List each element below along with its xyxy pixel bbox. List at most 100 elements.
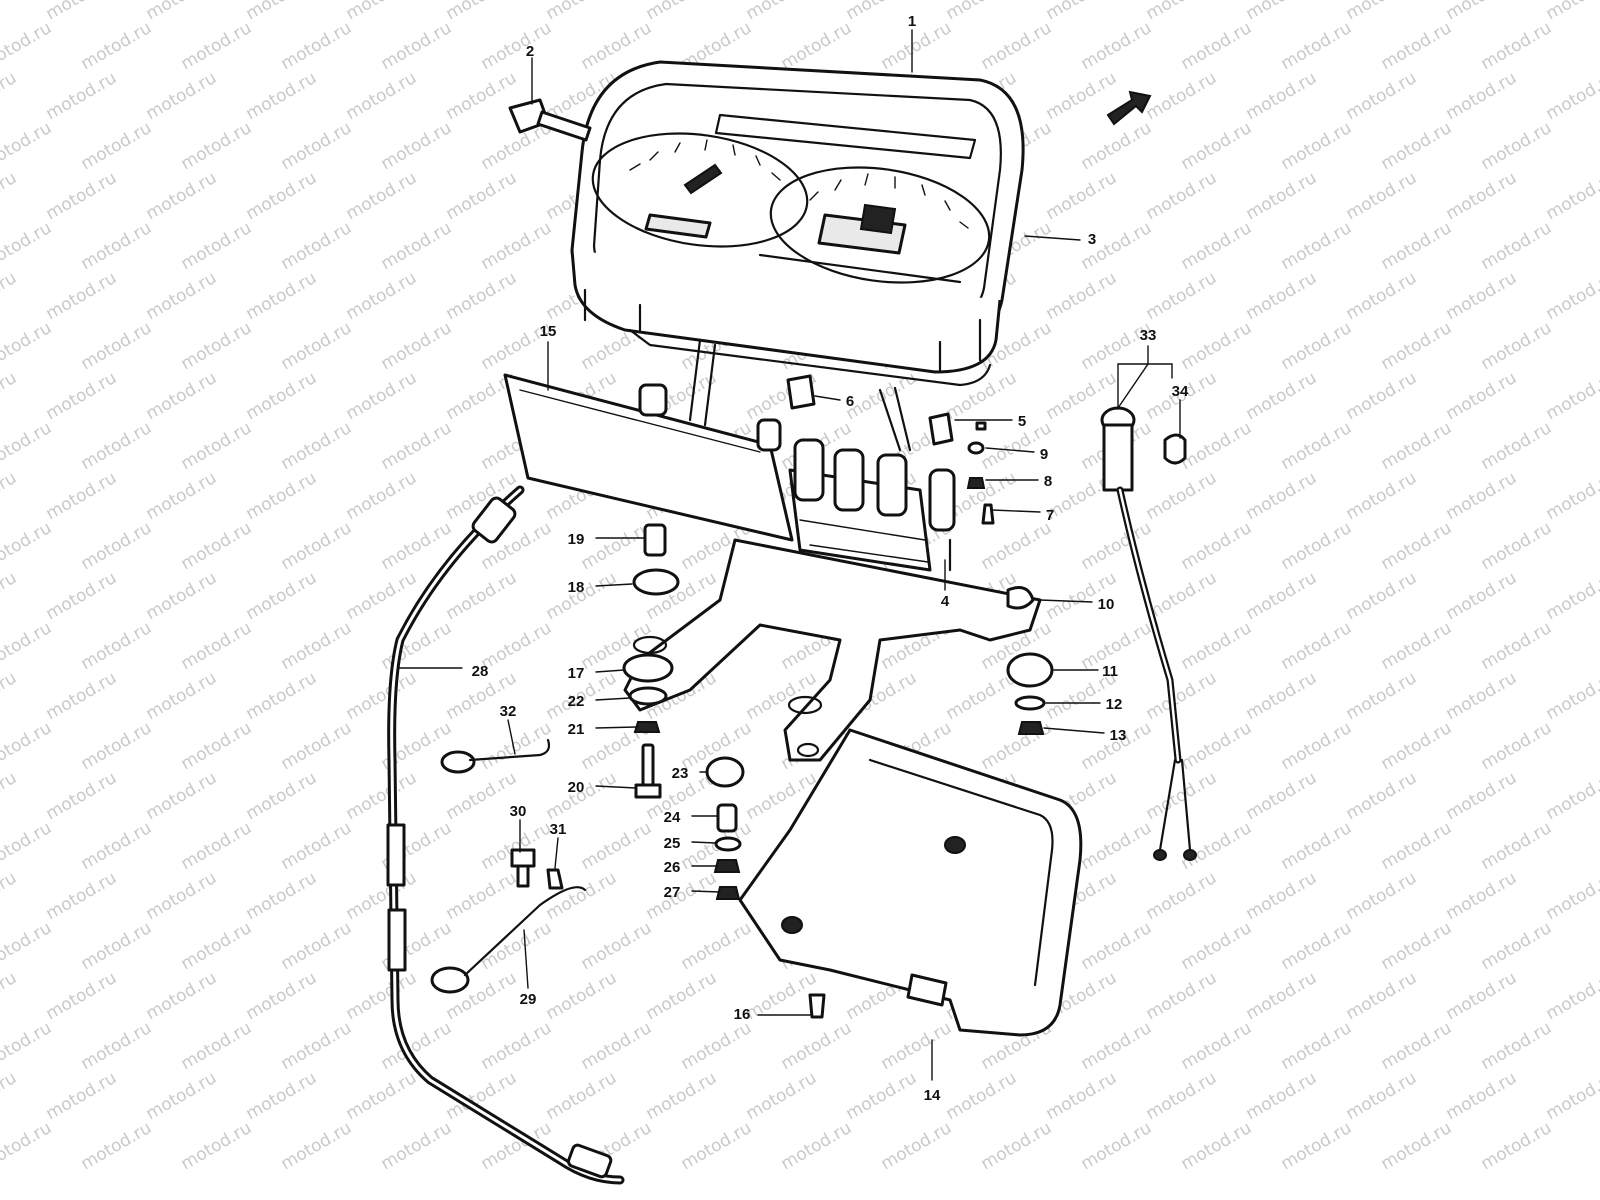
callout-25: 25 xyxy=(664,835,681,852)
callout-10: 10 xyxy=(1098,596,1115,613)
watermark-text: motod.ru xyxy=(1443,68,1521,124)
watermark-text: motod.ru xyxy=(1178,518,1256,574)
watermark-text: motod.ru xyxy=(1143,1068,1221,1124)
watermark-text: motod.ru xyxy=(1378,418,1456,474)
watermark-text: motod.ru xyxy=(1078,1118,1156,1174)
watermark-text: motod.ru xyxy=(643,968,721,1024)
watermark-text: motod.ru xyxy=(1343,868,1421,924)
watermark-text: motod.ru xyxy=(278,118,356,174)
watermark-text: motod.ru xyxy=(578,1018,656,1074)
watermark-text: motod.ru xyxy=(1478,918,1556,974)
watermark-text: motod.ru xyxy=(1278,218,1356,274)
watermark-text: motod.ru xyxy=(878,1018,956,1074)
watermark-text: motod.ru xyxy=(143,968,221,1024)
watermark-text: motod.ru xyxy=(478,1018,556,1074)
watermark-text: motod.ru xyxy=(1178,718,1256,774)
watermark-text: motod.ru xyxy=(243,0,321,24)
leader-line-22 xyxy=(595,697,631,701)
watermark-text: motod.ru xyxy=(78,18,156,74)
watermark-text: motod.ru xyxy=(0,568,20,624)
callout-28: 28 xyxy=(472,663,489,680)
watermark-text: motod.ru xyxy=(1143,468,1221,524)
watermark-text: motod.ru xyxy=(1143,868,1221,924)
watermark-text: motod.ru xyxy=(78,1118,156,1174)
watermark-text: motod.ru xyxy=(78,418,156,474)
watermark-text: motod.ru xyxy=(278,518,356,574)
watermark-text: motod.ru xyxy=(1478,418,1556,474)
watermark-text: motod.ru xyxy=(143,868,221,924)
watermark-text: motod.ru xyxy=(1143,68,1221,124)
watermark-text: motod.ru xyxy=(243,268,321,324)
watermark-text: motod.ru xyxy=(978,1118,1056,1174)
watermark-text: motod.ru xyxy=(78,318,156,374)
watermark-text: motod.ru xyxy=(1278,818,1356,874)
watermark-text: motod.ru xyxy=(0,318,55,374)
watermark-text: motod.ru xyxy=(1443,1068,1521,1124)
watermark-text: motod.ru xyxy=(1343,168,1421,224)
watermark-text: motod.ru xyxy=(1443,968,1521,1024)
watermark-text: motod.ru xyxy=(943,0,1021,24)
watermark-text: motod.ru xyxy=(278,218,356,274)
watermark-text: motod.ru xyxy=(178,618,256,674)
watermark-text: motod.ru xyxy=(843,1068,921,1124)
watermark-text: motod.ru xyxy=(378,618,456,674)
leader-line-25 xyxy=(691,841,717,844)
part-14-housing xyxy=(738,728,1083,1037)
watermark-text: motod.ru xyxy=(578,818,656,874)
watermark-text: motod.ru xyxy=(1543,1068,1600,1124)
watermark-text: motod.ru xyxy=(1178,218,1256,274)
callout-6: 6 xyxy=(846,393,854,410)
watermark-text: motod.ru xyxy=(643,1068,721,1124)
watermark-text: motod.ru xyxy=(1078,18,1156,74)
watermark-text: motod.ru xyxy=(1378,718,1456,774)
watermark-text: motod.ru xyxy=(1543,668,1600,724)
watermark-text: motod.ru xyxy=(0,718,55,774)
watermark-text: motod.ru xyxy=(1343,1068,1421,1124)
leader-line-27 xyxy=(691,890,721,893)
watermark-text: motod.ru xyxy=(478,18,556,74)
watermark-text: motod.ru xyxy=(1478,118,1556,174)
watermark-text: motod.ru xyxy=(1543,968,1600,1024)
watermark-text: motod.ru xyxy=(343,1068,421,1124)
watermark-text: motod.ru xyxy=(443,568,521,624)
watermark-text: motod.ru xyxy=(278,18,356,74)
watermark-text: motod.ru xyxy=(143,68,221,124)
watermark-text: motod.ru xyxy=(943,368,1021,424)
callout-31: 31 xyxy=(550,821,567,838)
watermark-text: motod.ru xyxy=(143,268,221,324)
watermark-text: motod.ru xyxy=(1178,918,1256,974)
callout-14: 14 xyxy=(924,1087,941,1104)
watermark-text: motod.ru xyxy=(1143,768,1221,824)
watermark-text: motod.ru xyxy=(143,168,221,224)
watermark-text: motod.ru xyxy=(1278,118,1356,174)
watermark-text: motod.ru xyxy=(1178,1118,1256,1174)
watermark-text: motod.ru xyxy=(1078,118,1156,174)
watermark-text: motod.ru xyxy=(143,568,221,624)
watermark-text: motod.ru xyxy=(1543,68,1600,124)
watermark-text: motod.ru xyxy=(1378,118,1456,174)
watermark-text: motod.ru xyxy=(143,1068,221,1124)
watermark-text: motod.ru xyxy=(78,618,156,674)
watermark-text: motod.ru xyxy=(243,968,321,1024)
leader-line-21 xyxy=(595,726,637,729)
watermark-text: motod.ru xyxy=(1343,668,1421,724)
watermark-text: motod.ru xyxy=(743,0,821,24)
callout-9: 9 xyxy=(1040,446,1048,463)
watermark-text: motod.ru xyxy=(1243,768,1321,824)
part-2-stud xyxy=(508,98,592,142)
watermark-text: motod.ru xyxy=(878,18,956,74)
watermark-text: motod.ru xyxy=(1378,518,1456,574)
watermark-text: motod.ru xyxy=(1478,218,1556,274)
watermark-text: motod.ru xyxy=(78,518,156,574)
watermark-text: motod.ru xyxy=(278,1018,356,1074)
watermark-text: motod.ru xyxy=(443,868,521,924)
watermark-text: motod.ru xyxy=(1043,1068,1121,1124)
watermark-text: motod.ru xyxy=(343,168,421,224)
watermark-text: motod.ru xyxy=(478,218,556,274)
callout-34: 34 xyxy=(1172,383,1189,400)
watermark-text: motod.ru xyxy=(778,1118,856,1174)
watermark-text: motod.ru xyxy=(878,1118,956,1174)
callout-5: 5 xyxy=(1018,413,1026,430)
callout-20: 20 xyxy=(568,779,585,796)
